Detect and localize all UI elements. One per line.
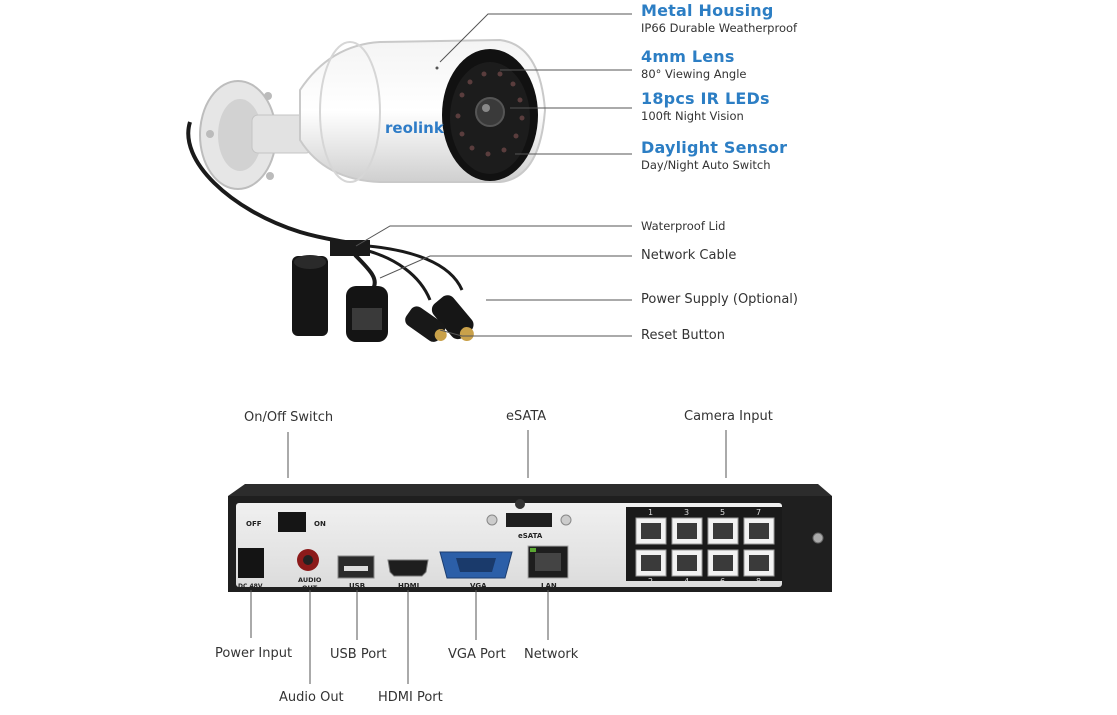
camera-port-socket (713, 523, 733, 539)
power-input-label: Power Input (215, 646, 293, 661)
network-cable-label: Network Cable (641, 248, 737, 263)
camera-port-number: 7 (756, 508, 761, 517)
nvr-top (228, 484, 832, 496)
svg-text:USB: USB (349, 582, 365, 590)
camera-port-number: 3 (684, 508, 689, 517)
svg-text:OFF: OFF (246, 520, 262, 528)
network-label: Network (524, 647, 579, 662)
svg-text:AUDIO: AUDIO (298, 576, 322, 584)
waterproof-lid-part (292, 256, 328, 336)
svg-text:OUT: OUT (302, 584, 318, 592)
vga-port-label: VGA Port (448, 647, 506, 662)
hdmi-port-label: HDMI Port (378, 690, 443, 705)
lens-desc: 80° Viewing Angle (641, 67, 747, 81)
camera-port-number: 8 (756, 577, 761, 586)
reset-button-label: Reset Button (641, 328, 725, 343)
camera-input-label: Camera Input (684, 409, 773, 424)
camera-port-socket (749, 555, 769, 571)
connectors (292, 240, 474, 342)
esata-label: eSATA (506, 409, 547, 424)
power-connector (431, 295, 474, 342)
hdmi-port (387, 559, 429, 577)
power-switch (278, 512, 306, 532)
svg-text:HDMI: HDMI (398, 582, 419, 590)
camera-ports: 1 3 5 7 2 4 6 8 (635, 508, 775, 586)
waterproof-lid-label: Waterproof Lid (641, 219, 726, 233)
nvr-leader-lines (250, 430, 727, 684)
esata-port (506, 513, 552, 527)
audio-out-label: Audio Out (279, 690, 344, 705)
on-off-switch-label: On/Off Switch (244, 410, 334, 425)
camera-port-number: 2 (648, 577, 653, 586)
nvr: OFF ON DC 48V AUDIO OUT USB HDMI VGA eSA… (228, 484, 832, 592)
camera-port-number: 1 (648, 508, 653, 517)
camera-port-number: 5 (720, 508, 725, 517)
camera-port-socket (641, 555, 661, 571)
camera-port-socket (677, 523, 697, 539)
camera-lens (475, 97, 505, 127)
camera-port-socket (749, 523, 769, 539)
camera-brand: reolink (385, 119, 445, 137)
svg-text:DC 48V: DC 48V (238, 583, 263, 590)
camera-port-number: 4 (684, 577, 689, 586)
svg-text:eSATA: eSATA (518, 532, 543, 540)
housing-title: Metal Housing (641, 1, 774, 20)
camera: reolink (186, 38, 547, 342)
ir-desc: 100ft Night Vision (641, 109, 744, 123)
power-supply-label: Power Supply (Optional) (641, 292, 798, 307)
camera-leader-lines (355, 13, 632, 337)
svg-text:VGA: VGA (470, 582, 487, 590)
camera-cable (186, 121, 346, 244)
ir-title: 18pcs IR LEDs (641, 89, 770, 108)
camera-port-socket (677, 555, 697, 571)
camera-port-socket (713, 555, 733, 571)
svg-text:ON: ON (314, 520, 326, 528)
housing-desc: IP66 Durable Weatherproof (641, 21, 798, 35)
camera-port-number: 6 (720, 577, 725, 586)
dc-jack (238, 548, 264, 578)
camera-port-socket (641, 523, 661, 539)
sensor-desc: Day/Night Auto Switch (641, 158, 771, 172)
ir-leds (455, 71, 525, 157)
reset-connector (405, 306, 447, 342)
svg-text:LAN: LAN (541, 582, 557, 590)
sensor-title: Daylight Sensor (641, 138, 788, 157)
usb-port-label: USB Port (330, 647, 387, 662)
lens-title: 4mm Lens (641, 47, 735, 66)
